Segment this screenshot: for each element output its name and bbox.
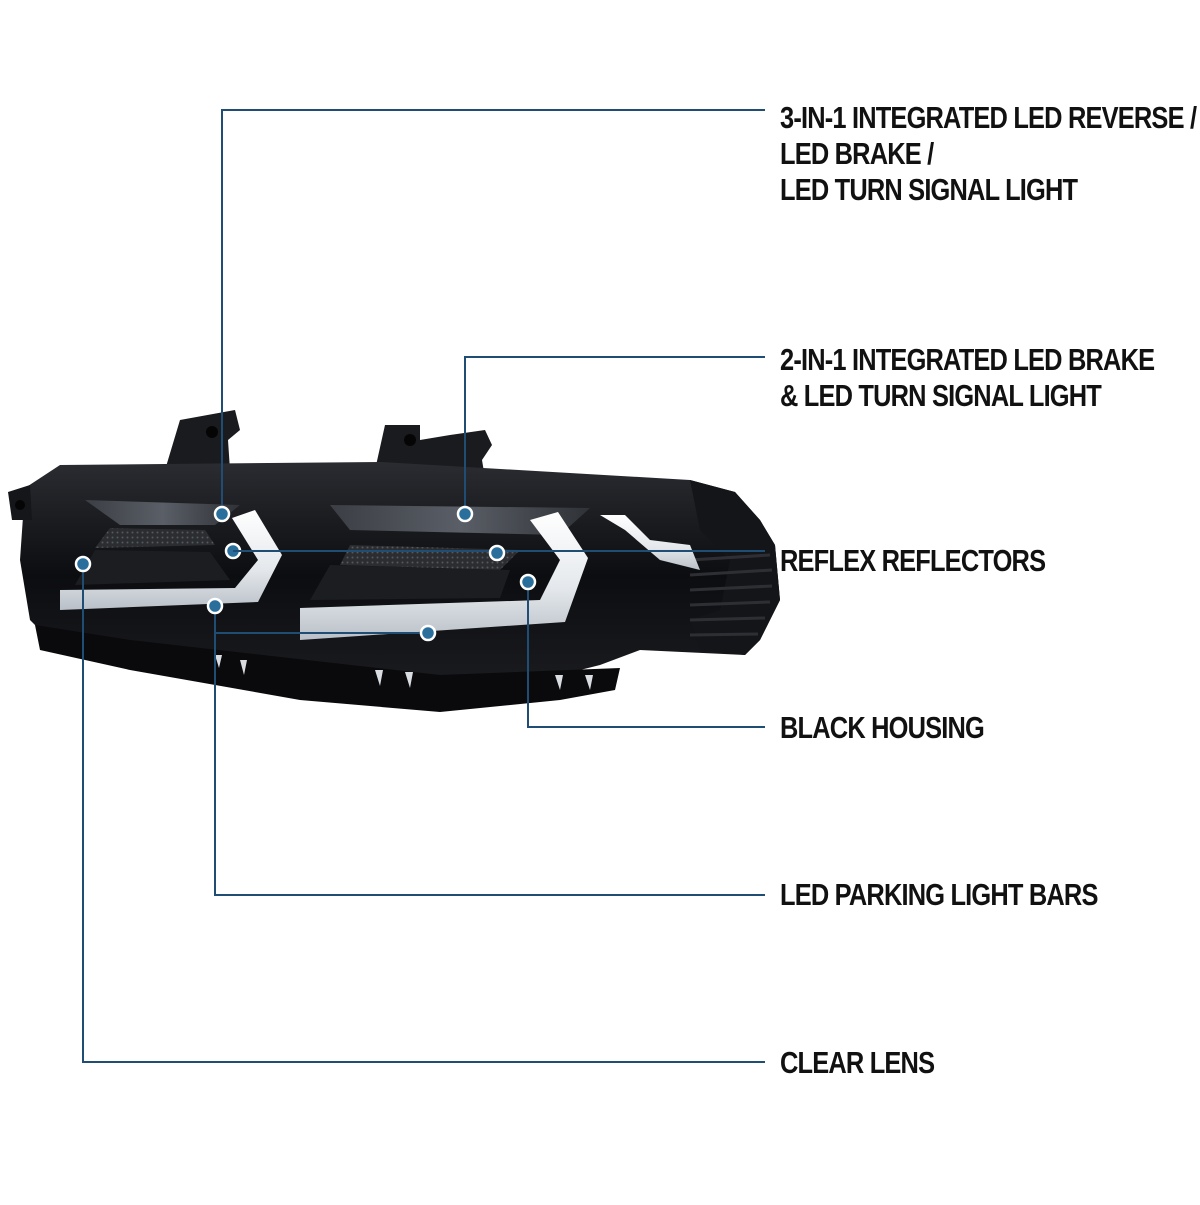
black-housing-leader-line — [527, 582, 765, 728]
led-brake-turn-label: 2-IN-1 INTEGRATED LED BRAKE& LED TURN SI… — [780, 342, 1155, 414]
led-reverse-brake-turn-dot — [213, 505, 231, 523]
led-parking-light-bars-branch-dot — [419, 624, 437, 642]
led-parking-light-bars-label: LED PARKING LIGHT BARS — [780, 877, 1098, 913]
clear-lens-label-line: CLEAR LENS — [780, 1045, 935, 1080]
led-reverse-brake-turn-leader-line — [221, 109, 765, 514]
led-brake-turn-label-line: 2-IN-1 INTEGRATED LED BRAKE — [780, 342, 1155, 377]
black-housing-label: BLACK HOUSING — [780, 710, 985, 746]
callout-leader-lines — [74, 109, 765, 1063]
led-parking-light-bars-dot — [206, 597, 224, 615]
reflex-reflectors-label-line: REFLEX REFLECTORS — [780, 543, 1046, 578]
led-brake-turn-dot — [456, 505, 474, 523]
reflex-reflectors-label: REFLEX REFLECTORS — [780, 543, 1046, 579]
led-parking-light-bars-label-line: LED PARKING LIGHT BARS — [780, 877, 1098, 912]
led-brake-turn-leader-line — [464, 356, 765, 514]
black-housing-dot — [519, 573, 537, 591]
led-reverse-brake-turn-label-line: LED BRAKE / — [780, 136, 934, 171]
led-reverse-brake-turn-label: 3-IN-1 INTEGRATED LED REVERSE /LED BRAKE… — [780, 100, 1197, 208]
reflex-reflectors-branch-dot — [488, 544, 506, 562]
clear-lens-dot — [74, 555, 92, 573]
clear-lens-leader-line — [82, 564, 765, 1063]
reflector-and-lens-areas — [75, 500, 590, 600]
led-brake-turn-label-line: & LED TURN SIGNAL LIGHT — [780, 378, 1102, 413]
led-reverse-brake-turn-label-line: LED TURN SIGNAL LIGHT — [780, 172, 1078, 207]
clear-lens-label: CLEAR LENS — [780, 1045, 935, 1081]
led-parking-light-bars-leader-line — [214, 606, 765, 896]
black-housing-label-line: BLACK HOUSING — [780, 710, 985, 745]
led-reverse-brake-turn-label-line: 3-IN-1 INTEGRATED LED REVERSE / — [780, 100, 1197, 135]
